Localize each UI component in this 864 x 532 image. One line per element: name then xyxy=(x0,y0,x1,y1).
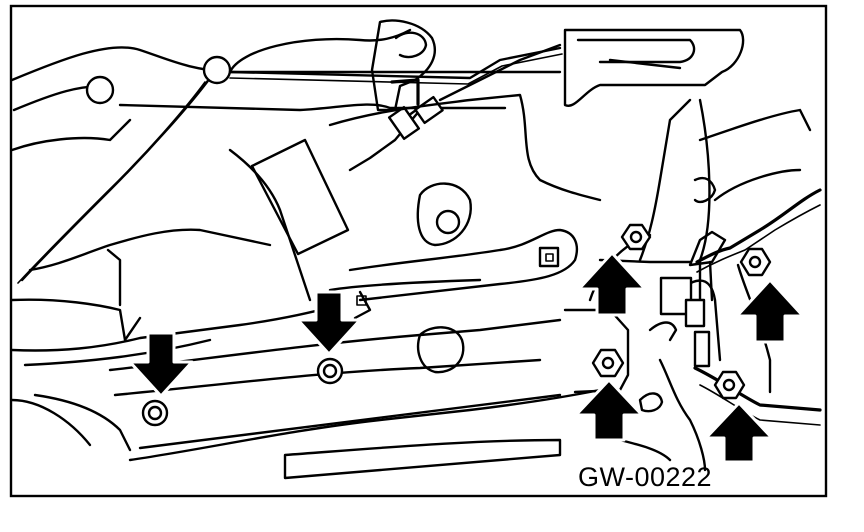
figure-code-label: GW-00222 xyxy=(578,462,713,492)
bolt-lower-center xyxy=(591,348,625,378)
arrow-lower-center-icon xyxy=(574,378,644,442)
bolt-right xyxy=(739,247,772,277)
bolt-center xyxy=(316,357,344,385)
bolt-bottom-left xyxy=(141,399,169,427)
bolt-upper-right xyxy=(620,223,652,251)
arrow-right-icon xyxy=(735,278,805,344)
bolt-lower-right xyxy=(713,370,746,400)
door-inner-panel xyxy=(10,19,822,480)
arrow-center-icon xyxy=(296,290,362,356)
figure-frame xyxy=(9,4,828,498)
arrow-bottom-left-icon xyxy=(128,331,194,398)
arrow-upper-right-icon xyxy=(577,251,647,317)
arrow-lower-right-icon xyxy=(704,401,774,464)
